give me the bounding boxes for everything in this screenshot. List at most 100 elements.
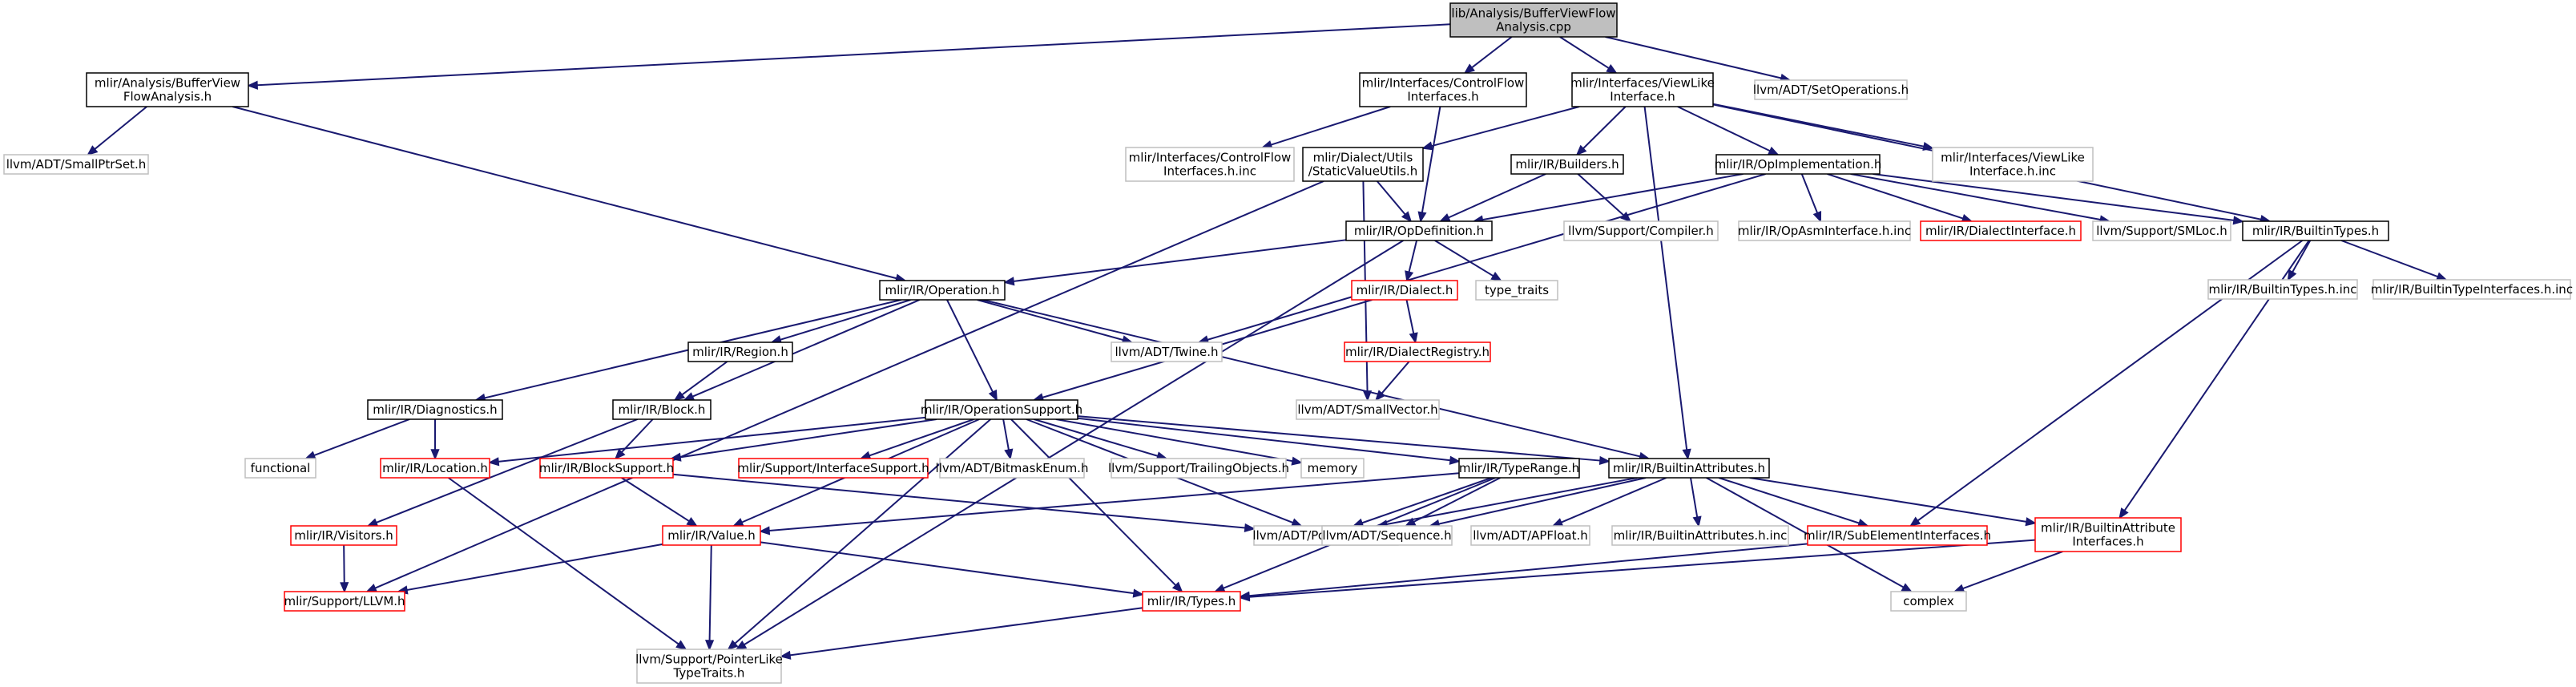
- node-subelem[interactable]: mlir/IR/SubElementInterfaces.h: [1804, 525, 1991, 546]
- node-bainc[interactable]: mlir/IR/BuiltinAttributes.h.inc: [1611, 525, 1789, 546]
- node-smloc[interactable]: llvm/Support/SMLoc.h: [2092, 220, 2231, 241]
- node-region[interactable]: mlir/IR/Region.h: [687, 341, 793, 362]
- node-opimpl[interactable]: mlir/IR/OpImplementation.h: [1715, 154, 1882, 175]
- node-box-baifaces: [2034, 517, 2182, 552]
- edge-opdef-to-plt: [744, 240, 1404, 646]
- edge-arrowhead-value-to-types: [1132, 588, 1144, 598]
- node-label-bitmask: llvm/ADT/BitmaskEnum.h: [936, 461, 1089, 475]
- edge-arrowhead-opsupport-to-location: [488, 457, 500, 467]
- node-types[interactable]: mlir/IR/Types.h: [1142, 591, 1241, 612]
- edge-arrowhead-opsupport-to-blocksupport: [670, 452, 682, 462]
- edge-opimpl-to-twine: [1207, 173, 1766, 341]
- node-dialectiface[interactable]: mlir/IR/DialectInterface.h: [1920, 220, 2082, 241]
- edge-arrowhead-builtintypes-to-subelem: [1909, 516, 1921, 527]
- edge-arrowhead-root-to-vli: [1606, 63, 1618, 75]
- node-box-bitmask: [939, 458, 1085, 479]
- node-memory[interactable]: memory: [1300, 458, 1365, 479]
- node-blocksupport[interactable]: mlir/IR/BlockSupport.h: [539, 458, 674, 479]
- node-builtintypes[interactable]: mlir/IR/BuiltinTypes.h: [2242, 220, 2389, 241]
- node-complex[interactable]: complex: [1890, 591, 1967, 612]
- node-box-setops: [1754, 79, 1908, 100]
- node-opdef[interactable]: mlir/IR/OpDefinition.h: [1345, 220, 1493, 241]
- node-smallvector[interactable]: llvm/ADT/SmallVector.h: [1296, 399, 1440, 420]
- node-label-battrs: mlir/IR/BuiltinAttributes.h: [1613, 461, 1765, 475]
- node-visitors[interactable]: mlir/IR/Visitors.h: [290, 525, 397, 546]
- node-typerange[interactable]: mlir/IR/TypeRange.h: [1458, 458, 1580, 479]
- node-cfiinc[interactable]: mlir/Interfaces/ControlFlowInterfaces.h.…: [1125, 147, 1295, 182]
- edge-root-to-cfi: [1471, 36, 1513, 69]
- edge-arrowhead-opsupport-to-plt: [727, 640, 739, 651]
- node-box-block: [612, 399, 712, 420]
- node-box-operation: [879, 280, 1006, 301]
- node-ifacesupport[interactable]: mlir/Support/InterfaceSupport.h: [737, 458, 929, 479]
- node-battrs[interactable]: mlir/IR/BuiltinAttributes.h: [1608, 458, 1770, 479]
- node-opsupport[interactable]: mlir/IR/OperationSupport.h: [921, 399, 1082, 420]
- node-smallptrset[interactable]: llvm/ADT/SmallPtrSet.h: [3, 154, 149, 175]
- edge-battrs-to-apfloat: [1561, 477, 1667, 523]
- edge-vli-to-svu: [1431, 106, 1580, 148]
- node-diagnostics[interactable]: mlir/IR/Diagnostics.h: [367, 399, 503, 420]
- node-builders[interactable]: mlir/IR/Builders.h: [1510, 154, 1624, 175]
- edge-opsupport-to-typerange: [1077, 417, 1451, 462]
- node-box-opasminc: [1738, 220, 1911, 241]
- node-box-complex: [1890, 591, 1967, 612]
- node-twine[interactable]: llvm/ADT/Twine.h: [1111, 341, 1223, 362]
- node-label-baifaces-line-2: Interfaces.h: [2072, 535, 2143, 549]
- node-sequence[interactable]: llvm/ADT/Sequence.h: [1321, 525, 1453, 546]
- node-label-plt-line-2: TypeTraits.h: [673, 666, 745, 681]
- node-label-root-line-1: lib/Analysis/BufferViewFlow: [1451, 6, 1615, 21]
- node-dialect[interactable]: mlir/IR/Dialect.h: [1351, 280, 1458, 301]
- node-operation[interactable]: mlir/IR/Operation.h: [879, 280, 1006, 301]
- node-label-ifacesupport: mlir/Support/InterfaceSupport.h: [737, 461, 929, 475]
- node-label-dialectiface: mlir/IR/DialectInterface.h: [1925, 224, 2076, 238]
- node-compiler[interactable]: llvm/Support/Compiler.h: [1563, 220, 1719, 241]
- node-label-builders: mlir/IR/Builders.h: [1515, 157, 1619, 172]
- edge-arrowhead-svu-to-llvmh: [365, 584, 378, 592]
- node-dialectreg[interactable]: mlir/IR/DialectRegistry.h: [1344, 341, 1491, 362]
- edge-opimpl-to-opasminc: [1800, 173, 1819, 214]
- node-svu[interactable]: mlir/Dialect/Utils/StaticValueUtils.h: [1302, 147, 1424, 182]
- node-setops[interactable]: llvm/ADT/SetOperations.h: [1753, 79, 1909, 100]
- edge-arrowhead-opimpl-to-builtintypes: [2232, 216, 2244, 225]
- edge-arrowhead-builders-to-opdef: [1438, 213, 1451, 222]
- node-box-cfi: [1359, 72, 1527, 107]
- node-label-cfiinc-line-2: Interfaces.h.inc: [1163, 164, 1256, 179]
- node-label-cfiinc-line-1: mlir/Interfaces/ControlFlow: [1129, 151, 1292, 165]
- node-box-btiinc: [2372, 279, 2571, 300]
- edge-operation-to-twine: [977, 299, 1124, 341]
- node-box-svu: [1302, 147, 1424, 182]
- edge-blocksupport-to-ptrunion: [672, 473, 1246, 529]
- node-location[interactable]: mlir/IR/Location.h: [380, 458, 490, 479]
- node-opasminc[interactable]: mlir/IR/OpAsmInterface.h.inc: [1738, 220, 1911, 241]
- node-functional[interactable]: functional: [244, 458, 316, 479]
- node-value[interactable]: mlir/IR/Value.h: [662, 525, 761, 546]
- node-btinc[interactable]: mlir/IR/BuiltinTypes.h.inc: [2207, 279, 2358, 300]
- edge-builders-to-compiler: [1577, 173, 1625, 216]
- node-block[interactable]: mlir/IR/Block.h: [612, 399, 712, 420]
- node-trailing[interactable]: llvm/Support/TrailingObjects.h: [1108, 458, 1289, 479]
- node-label-visitors: mlir/IR/Visitors.h: [294, 528, 393, 543]
- node-box-dialectiface: [1920, 220, 2082, 241]
- node-box-opimpl: [1715, 154, 1881, 175]
- edge-opsupport-to-bitmask: [1002, 418, 1010, 451]
- node-label-dialect: mlir/IR/Dialect.h: [1357, 283, 1453, 297]
- node-bitmask[interactable]: llvm/ADT/BitmaskEnum.h: [936, 458, 1089, 479]
- node-btiinc[interactable]: mlir/IR/BuiltinTypeInterfaces.h.inc: [2371, 279, 2573, 300]
- edge-arrowhead-value-to-plt: [704, 640, 715, 651]
- node-label-builtintypes: mlir/IR/BuiltinTypes.h: [2252, 224, 2379, 238]
- edge-arrowhead-vli-to-vliinc: [1922, 142, 1934, 152]
- edge-opdef-to-dialect: [1408, 240, 1418, 273]
- edge-svu-to-llvmh: [374, 180, 1324, 589]
- node-apfloat[interactable]: llvm/ADT/APFloat.h: [1470, 525, 1590, 546]
- node-llvmh[interactable]: mlir/Support/LLVM.h: [284, 591, 405, 612]
- edge-arrowhead-vli-to-opimpl: [1767, 146, 1780, 156]
- node-typetraits[interactable]: type_traits: [1475, 280, 1558, 301]
- node-box-vli: [1571, 72, 1714, 107]
